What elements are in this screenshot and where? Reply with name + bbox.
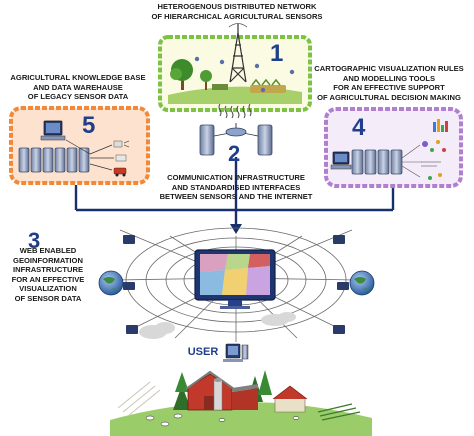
title-line: INFRASTRUCTURE [12,265,84,274]
map-screen-icon [194,249,276,309]
router-icon [225,123,247,137]
title-line: BETWEEN SENSORS AND THE INTERNET [159,192,313,201]
title-line: VISUALIZATION [19,284,77,293]
title-line: COMMUNICATION INFRASTRUCTURE [167,173,305,182]
chart-thumbnail-icon [421,119,448,180]
title-line: OF AGRICULTURAL DECISION MAKING [317,92,461,102]
title-line: OF SENSOR DATA [14,293,82,303]
server-rack-icon [199,124,273,156]
knowledge-base-panel [9,106,150,185]
step-number-4: 4 [352,114,366,141]
step-number-5: 5 [82,112,96,139]
cloud-icon [139,312,296,339]
server-rack-icon [18,147,90,173]
user-label: USER [187,346,219,358]
title-line: OF HIERARCHICAL AGRICULTURAL SENSORS [151,11,323,21]
globe-icon [337,270,375,296]
step-number-3: 3 [28,228,41,253]
knowledge-base-title: AGRICULTURAL KNOWLEDGE BASE AND DATA WAR… [4,73,152,102]
sensor-device-icon [113,140,130,177]
sensor-network-panel [158,23,312,112]
title-line: OF LEGACY SENSOR DATA [27,92,129,101]
title-line: FOR AN EFFECTIVE [11,274,85,284]
crop-rows-icon [212,78,286,93]
user-computer-icon [223,343,249,362]
title-line: AGRICULTURAL KNOWLEDGE BASE [10,73,146,82]
web-infrastructure-title: WEB ENABLED GEOINFORMATION INFRASTRUCTUR… [2,246,94,303]
title-line: AND DATA WAREHAUSE [33,82,123,92]
computer-icon [123,235,345,334]
title-line: HETEROGENOUS DISTRIBUTED NETWORK [157,2,317,11]
title-line: WEB ENABLED [19,246,77,255]
farm-barn-icon [110,370,372,436]
communication-title: COMMUNICATION INFRASTRUCTURE AND STANDAR… [152,173,320,202]
title-line: GEOINFORMATION [13,255,83,265]
tree-icon [170,59,193,90]
arrow-down-icon [230,224,242,234]
server-rack-icon [351,149,403,175]
step-number-1: 1 [270,40,284,67]
title-line: FOR AN EFFECTIVE SUPPORT [333,83,445,92]
cartographic-panel [324,107,463,188]
computer-icon [40,120,66,141]
sensor-network-title: HETEROGENOUS DISTRIBUTED NETWORK OF HIER… [122,2,352,21]
title-line: AND MODELLING TOOLS [342,73,436,83]
antenna-tower-icon [228,23,248,83]
title-line: AND STANDARDISED INTERFACES [171,182,301,192]
cartographic-title: CARTOGRAPHIC VISUALIZATION RULES AND MOD… [306,64,472,102]
connection-lines [74,157,395,226]
computer-icon [330,151,352,170]
globe-icon [98,270,135,296]
step-number-2: 2 [228,141,241,166]
title-line: CARTOGRAPHIC VISUALIZATION RULES [314,64,464,73]
wireless-signal-icon [218,103,252,119]
tree-icon [200,70,212,90]
